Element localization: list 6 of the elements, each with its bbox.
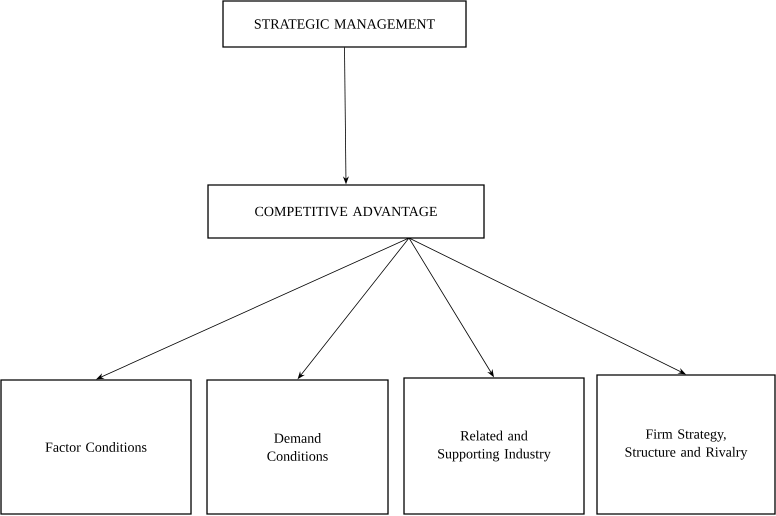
text-box: COMPETITIVE ADVANTAGE — [207, 184, 485, 239]
text-box: Related and Supporting Industry — [403, 377, 585, 515]
text-box: Factor Conditions — [0, 379, 192, 515]
text-box: STRATEGIC MANAGEMENT — [222, 0, 467, 48]
text-box: Demand Conditions — [206, 379, 389, 515]
text-box: Firm Strategy, Structure and Rivalry — [596, 374, 776, 515]
